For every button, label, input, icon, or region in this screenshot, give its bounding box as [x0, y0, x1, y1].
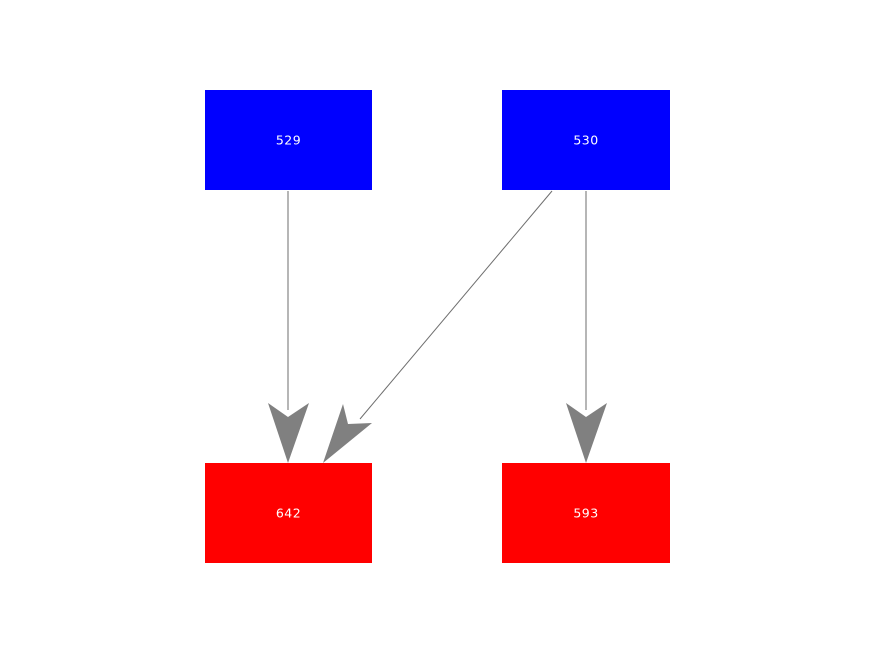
node-label: 530	[573, 133, 598, 148]
node-box	[502, 90, 670, 190]
arrow-head-icon	[323, 404, 372, 463]
node-529[interactable]: 529	[205, 90, 372, 190]
edge-529-642[interactable]	[268, 191, 309, 463]
node-box	[205, 90, 372, 190]
node-530[interactable]: 530	[502, 90, 670, 190]
node-label: 593	[573, 506, 598, 521]
arrow-head-icon	[268, 403, 309, 463]
edge-530-642[interactable]	[323, 190, 553, 463]
node-642[interactable]: 642	[205, 463, 372, 563]
node-box	[205, 463, 372, 563]
edge-530-593[interactable]	[566, 191, 607, 463]
node-label: 529	[276, 133, 301, 148]
node-593[interactable]: 593	[502, 463, 670, 563]
node-label: 642	[276, 506, 301, 521]
arrow-head-icon	[566, 403, 607, 463]
node-box	[502, 463, 670, 563]
edge-line	[359, 190, 553, 420]
